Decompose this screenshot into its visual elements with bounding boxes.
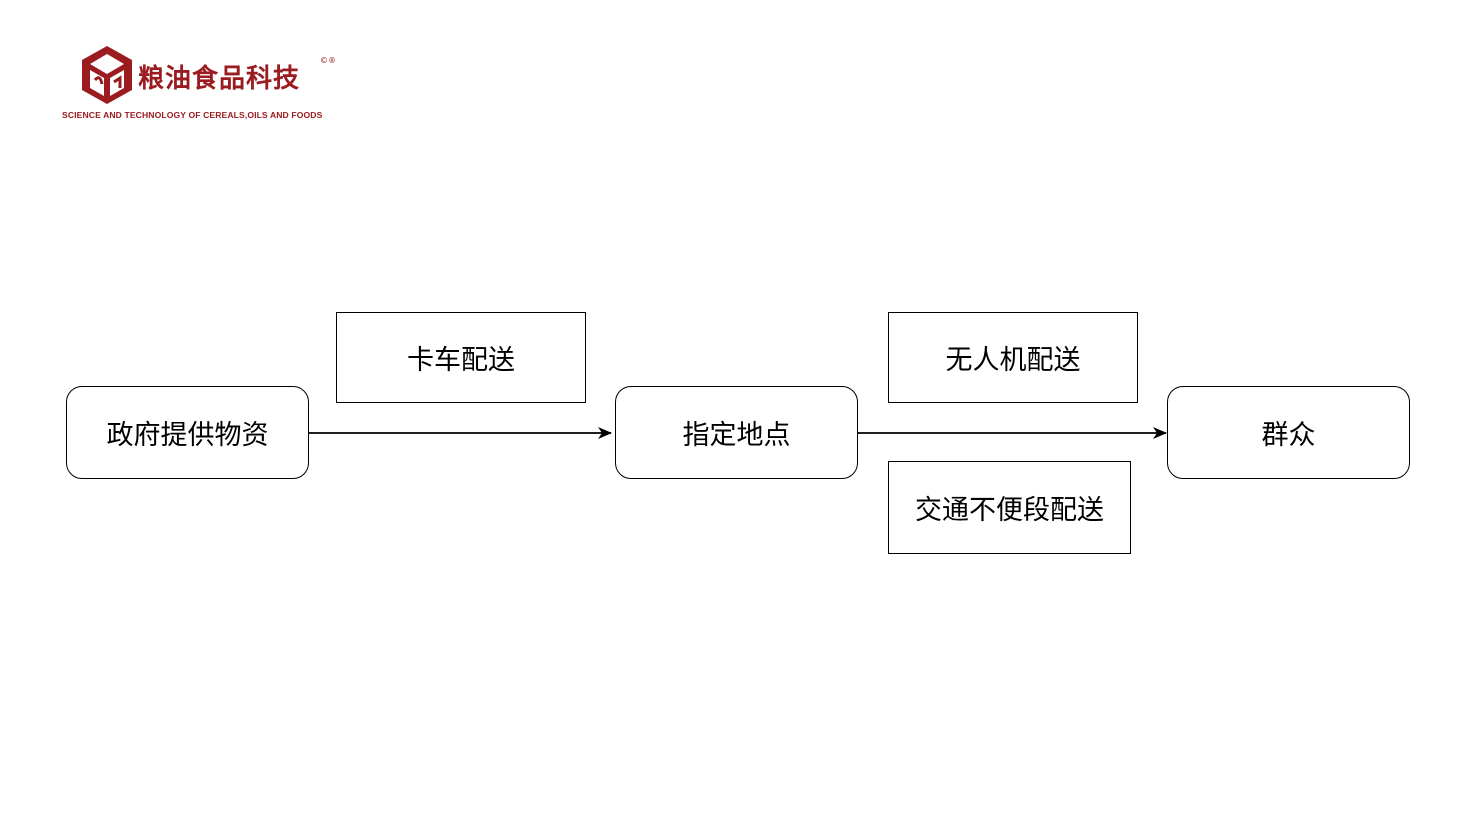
node-designated-location: 指定地点	[615, 386, 858, 479]
node-government-supplies: 政府提供物资	[66, 386, 309, 479]
logo-title: 粮油食品科技	[138, 64, 301, 94]
logo-cube-icon	[78, 44, 136, 108]
label-truck-delivery: 卡车配送	[336, 312, 586, 403]
logo-registered-mark: ©®	[320, 56, 336, 65]
node-public: 群众	[1167, 386, 1410, 479]
logo-subtitle: SCIENCE AND TECHNOLOGY OF CEREALS,OILS A…	[62, 110, 323, 120]
journal-logo: 粮油食品科技 ©® SCIENCE AND TECHNOLOGY OF CERE…	[60, 42, 360, 132]
label-drone-delivery: 无人机配送	[888, 312, 1138, 403]
label-difficult-roads-delivery: 交通不便段配送	[888, 461, 1131, 554]
